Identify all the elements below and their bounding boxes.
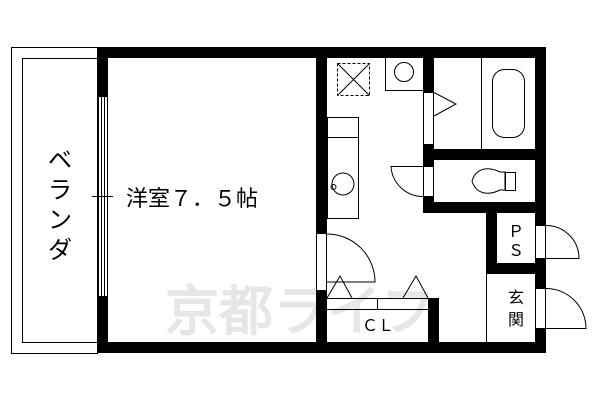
walls xyxy=(97,47,546,353)
ps-label-s: Ｓ xyxy=(508,241,524,260)
ps-label-p: Ｐ xyxy=(508,222,524,241)
entrance: 玄 関 xyxy=(486,274,587,342)
balcony-window xyxy=(92,96,113,297)
bathroom xyxy=(423,58,525,149)
balcony-label-4: ダ xyxy=(48,236,72,264)
closet-door-right[interactable] xyxy=(402,274,429,299)
front-door[interactable] xyxy=(545,288,587,329)
closet-label: ＣＬ xyxy=(362,316,394,335)
kitchen-counter xyxy=(327,117,359,219)
balcony-label-2: ラ xyxy=(48,176,72,204)
room-label-western: 洋室７．５帖 xyxy=(126,187,258,212)
kitchen xyxy=(327,58,423,219)
bathtub-icon xyxy=(492,69,525,138)
ps-door[interactable] xyxy=(545,225,580,259)
toilet-icon xyxy=(471,168,516,194)
balcony-label-1: ベ xyxy=(48,146,72,174)
watermark-text: 京都ライフ xyxy=(165,280,435,343)
closet: ＣＬ xyxy=(326,274,429,335)
washer-space-icon xyxy=(385,58,423,91)
ventilation-fan-icon xyxy=(337,63,370,96)
room-door[interactable] xyxy=(316,233,376,291)
entrance-label-2: 関 xyxy=(508,310,524,329)
toilet-door-swing xyxy=(390,166,424,198)
watermark: 京都ライフ xyxy=(165,280,435,343)
pipe-space: Ｐ Ｓ xyxy=(508,222,580,260)
balcony-label-3: ン xyxy=(48,206,72,234)
toilet xyxy=(390,166,516,198)
entrance-label-1: 玄 xyxy=(508,288,524,307)
balcony: ベ ラ ン ダ xyxy=(11,47,98,354)
closet-door-left[interactable] xyxy=(326,274,353,299)
